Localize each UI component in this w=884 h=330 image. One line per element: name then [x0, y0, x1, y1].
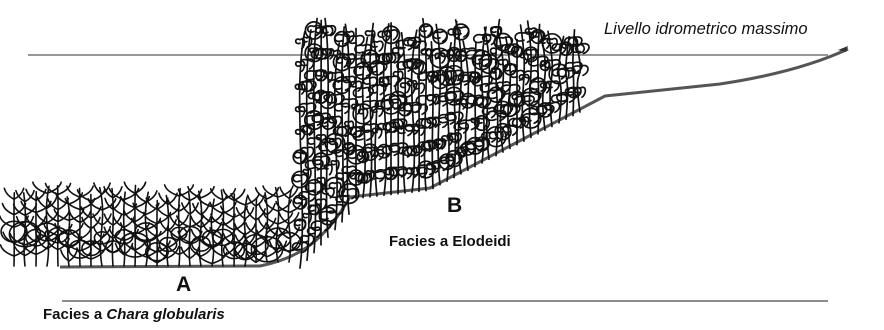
- zone-a-letter: A: [176, 273, 191, 297]
- elodeid-curl: [450, 134, 458, 142]
- water-level-label: Livello idrometrico massimo: [604, 20, 808, 39]
- zone-b-letter: B: [447, 194, 462, 218]
- elodeid-vegetation: [292, 18, 589, 268]
- elodeid-leaf: [293, 175, 307, 185]
- elodeid-leaf: [371, 41, 383, 51]
- chara-whorl: [256, 188, 279, 199]
- zone-a-label-species: Chara globularis: [106, 306, 224, 323]
- chara-stem: [135, 185, 136, 266]
- zone-b-label: Facies a Elodeidi: [389, 233, 511, 250]
- elodeid-curl: [433, 29, 447, 43]
- elodeid-leaf: [421, 26, 432, 36]
- chara-stem: [100, 188, 103, 266]
- elodeid-leaf: [545, 81, 559, 91]
- elodeid-leaf: [433, 32, 447, 42]
- chara-stem: [112, 189, 113, 266]
- chara-stem: [79, 188, 80, 266]
- elodeid-stem: [345, 24, 349, 214]
- elodeid-stem: [538, 24, 540, 133]
- chara-loop: [278, 233, 301, 251]
- zone-a-label-prefix: Facies a: [43, 306, 106, 323]
- zone-a-label: Facies a Chara globularis: [43, 306, 225, 323]
- chara-globularis-meadow: [0, 182, 302, 266]
